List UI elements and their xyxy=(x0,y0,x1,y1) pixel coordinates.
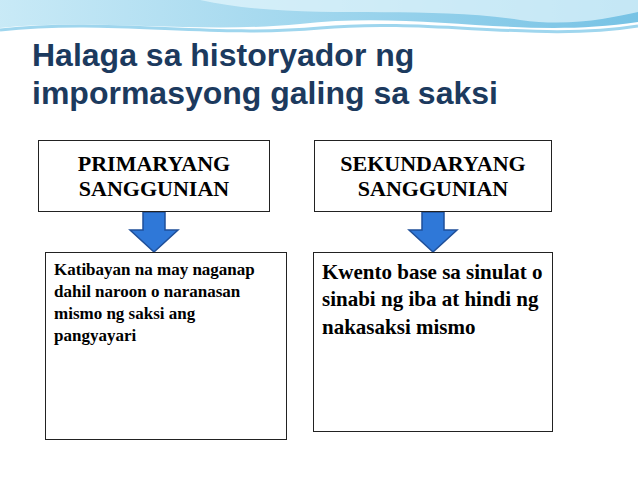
source-box: PRIMARYANG SANGGUNIAN xyxy=(38,140,270,212)
description-box: Kwento base sa sinulat o sinabi ng iba a… xyxy=(313,252,553,432)
block-arrow xyxy=(130,212,178,252)
block-arrow xyxy=(409,212,457,252)
box-heading: SEKUNDARYANG SANGGUNIAN xyxy=(323,151,543,202)
description-box: Katibayan na may naganap dahil naroon o … xyxy=(45,252,287,440)
slide-title: Halaga sa historyador ng impormasyong ga… xyxy=(32,36,622,113)
box-text: Katibayan na may naganap dahil naroon o … xyxy=(54,259,278,347)
box-heading: PRIMARYANG SANGGUNIAN xyxy=(47,151,261,202)
box-text: Kwento base sa sinulat o sinabi ng iba a… xyxy=(322,259,544,341)
source-box: SEKUNDARYANG SANGGUNIAN xyxy=(314,140,552,212)
